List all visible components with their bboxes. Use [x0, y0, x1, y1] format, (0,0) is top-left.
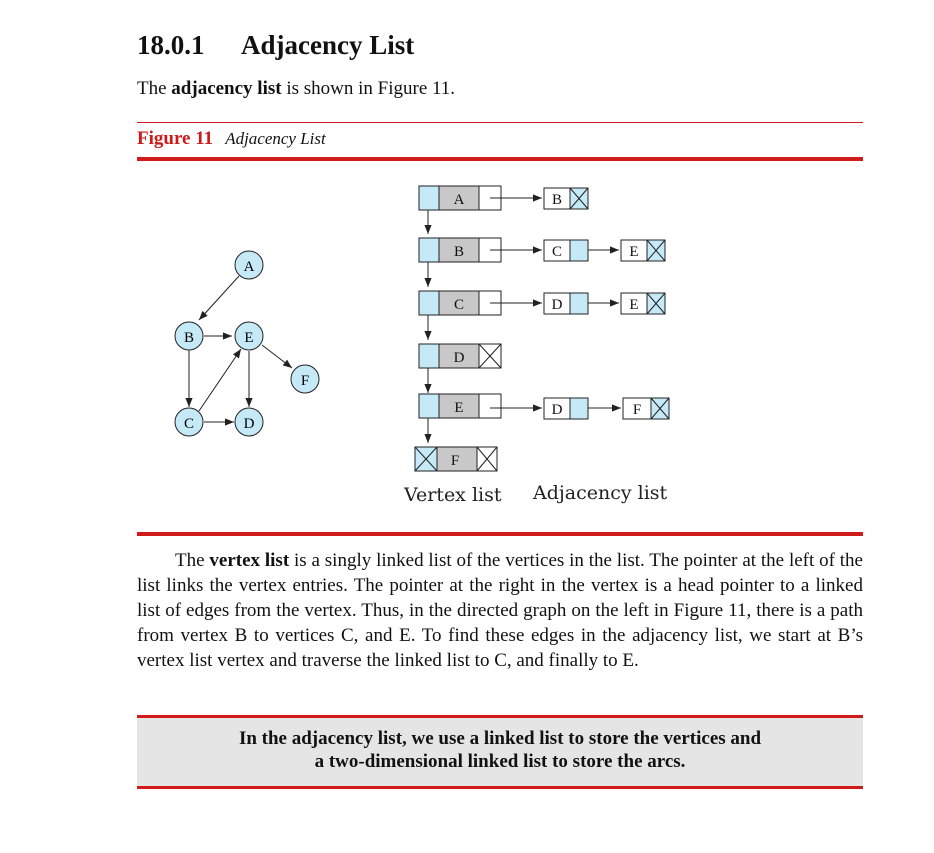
- svg-text:E: E: [244, 330, 253, 346]
- svg-text:E: E: [629, 297, 638, 313]
- edge-node-c-e: E: [620, 292, 666, 315]
- intro-bold-term: adjacency list: [171, 78, 282, 99]
- vertex-node-e: E: [418, 393, 502, 419]
- figure-bottom-rule: [137, 532, 863, 536]
- intro-sentence: The adjacency list is shown in Figure 11…: [137, 78, 456, 99]
- svg-text:F: F: [451, 453, 459, 469]
- vertex-node-c: C: [418, 290, 502, 316]
- svg-text:A: A: [244, 259, 255, 275]
- body-paragraph: The vertex list is a singly linked list …: [137, 550, 863, 671]
- edge-node-e-d: D: [543, 397, 589, 420]
- edge-node-e-f: F: [622, 397, 670, 420]
- graph-node-e: E: [234, 321, 264, 351]
- svg-text:F: F: [633, 402, 641, 418]
- figure-label: Figure 11 Adjacency List: [137, 128, 326, 150]
- section-number: 18.0.1: [137, 30, 205, 60]
- edge-node-b-e: E: [620, 239, 666, 262]
- edge-node-b-c: C: [543, 239, 589, 262]
- svg-text:A: A: [454, 192, 465, 208]
- adjacency-list-label: Adjacency list: [532, 482, 668, 504]
- callout-bottom-rule: [137, 786, 863, 789]
- svg-text:D: D: [454, 350, 465, 366]
- callout-top-rule: [137, 715, 863, 718]
- svg-text:E: E: [629, 244, 638, 260]
- svg-text:F: F: [301, 373, 309, 389]
- callout-line-2: a two-dimensional linked list to store t…: [314, 751, 686, 772]
- graph-node-f: F: [290, 364, 320, 394]
- graph-edge-c-e: [198, 348, 242, 412]
- vertex-list-label: Vertex list: [403, 484, 502, 506]
- figure-number: Figure 11: [137, 128, 214, 149]
- callout-line-1: In the adjacency list, we use a linked l…: [238, 728, 762, 749]
- figure-top-rule: [137, 122, 863, 123]
- edge-node-a-b: B: [543, 187, 589, 210]
- svg-text:C: C: [184, 416, 194, 432]
- svg-text:E: E: [454, 400, 463, 416]
- paragraph-bold-term: vertex list: [209, 550, 290, 571]
- svg-text:B: B: [184, 330, 194, 346]
- svg-text:D: D: [552, 297, 563, 313]
- graph-node-a: A: [234, 250, 264, 280]
- figure-header-rule: [137, 157, 863, 161]
- vertex-node-f: F: [414, 446, 498, 472]
- vertex-node-b: B: [418, 237, 502, 263]
- section-title: Adjacency List: [241, 30, 415, 60]
- svg-text:D: D: [552, 402, 563, 418]
- graph-node-b: B: [174, 321, 204, 351]
- vertex-node-a: A: [418, 185, 502, 211]
- svg-text:D: D: [244, 416, 255, 432]
- figure-caption: Adjacency List: [225, 129, 326, 148]
- svg-text:C: C: [454, 297, 464, 313]
- section-heading: 18.0.1 Adjacency List: [137, 30, 414, 61]
- graph-node-c: C: [174, 407, 204, 437]
- svg-text:B: B: [552, 192, 562, 208]
- callout-text: In the adjacency list, we use a linked l…: [137, 727, 863, 773]
- graph-edge-a-b: [198, 275, 240, 321]
- callout-box: [137, 718, 863, 787]
- adjacency-list-figure: A B C D E F A B C: [174, 185, 670, 506]
- edge-node-c-d: D: [543, 292, 589, 315]
- vertex-node-d: D: [418, 343, 502, 369]
- graph-node-d: D: [234, 407, 264, 437]
- svg-text:C: C: [552, 244, 562, 260]
- svg-text:B: B: [454, 244, 464, 260]
- graph-edge-e-f: [261, 344, 293, 369]
- directed-graph: [185, 275, 293, 426]
